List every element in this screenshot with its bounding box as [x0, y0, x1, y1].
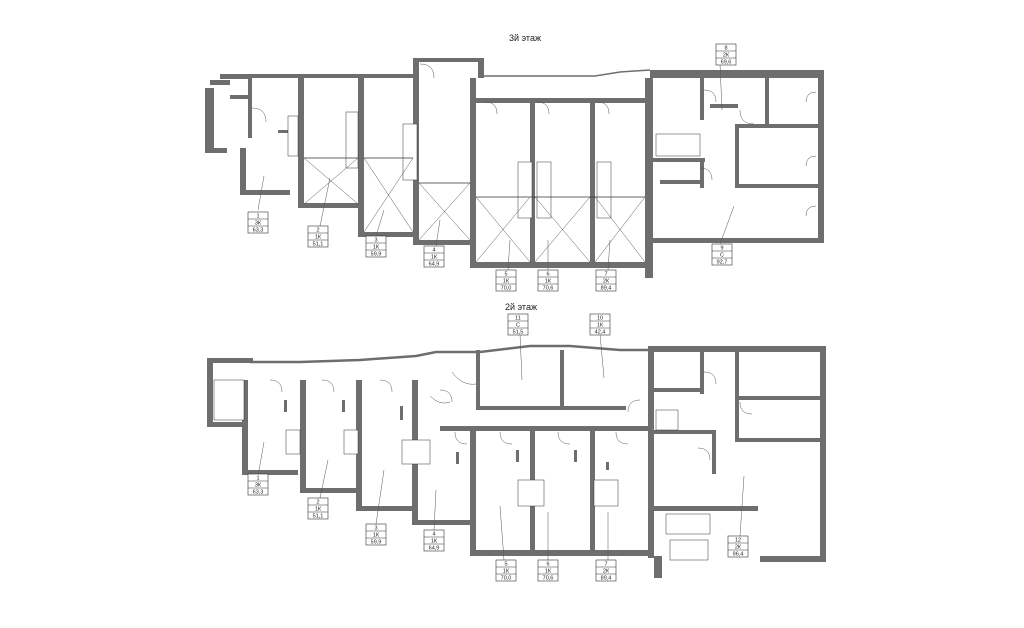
apartment-area: 59,9 [371, 252, 382, 258]
apartment-area: 70,0 [501, 286, 512, 292]
floor-3-voids [303, 157, 646, 263]
apartment-type: С [516, 323, 520, 329]
apartment-type: 1К [503, 569, 510, 575]
apartment-area: 70,6 [543, 576, 554, 582]
floor-2-fixtures [284, 400, 609, 470]
apartment-area: 92,7 [717, 260, 728, 266]
floor-2-doors [269, 371, 753, 461]
apartment-num: 7 [604, 272, 607, 278]
apartment-area: 63,3 [253, 228, 264, 234]
apartment-num: 9 [720, 246, 723, 252]
apartment-num: 11 [515, 316, 521, 322]
floor-3-doors [251, 63, 817, 217]
apartment-num: 5 [504, 272, 507, 278]
apartment-type: 1К [315, 507, 322, 513]
floor-2-plan [207, 333, 826, 578]
apartment-area: 59,9 [371, 540, 382, 546]
apartment-type: 3К [255, 221, 262, 227]
apartment-type: 1К [373, 245, 380, 251]
apartment-type: 2К [603, 279, 610, 285]
apartment-area: 89,4 [601, 286, 612, 292]
apartment-num: 12 [735, 538, 741, 544]
apartment-num: 4 [432, 532, 435, 538]
apartment-area: 42,4 [595, 330, 606, 336]
apartment-type: 1К [373, 533, 380, 539]
apartment-area: 70,0 [501, 576, 512, 582]
apartment-type: 1К [597, 323, 604, 329]
floor-3-plan [205, 58, 824, 278]
apartment-area: 69,6 [721, 60, 732, 66]
apartment-num: 2 [316, 500, 319, 506]
apartment-type: 1К [545, 569, 552, 575]
apartment-num: 6 [546, 562, 549, 568]
apartment-type: 1К [431, 255, 438, 261]
floor-3-title: 3й этаж [509, 33, 541, 43]
apartment-type: 2К [603, 569, 610, 575]
floor-2-stairs [213, 379, 711, 561]
apartment-area: 70,6 [543, 286, 554, 292]
apartment-area: 64,9 [429, 262, 440, 268]
apartment-type: 1К [315, 235, 322, 241]
apartment-type: 1К [431, 539, 438, 545]
apartment-num: 7 [604, 562, 607, 568]
apartment-area: 51,1 [313, 242, 324, 248]
floor-2-leaders [257, 333, 745, 561]
apartment-area: 63,3 [253, 490, 264, 496]
apartment-num: 3 [374, 238, 377, 244]
apartment-num: 10 [597, 316, 603, 322]
apartment-num: 3 [374, 526, 377, 532]
apartment-type: 3К [255, 483, 262, 489]
apartment-type: 1К [545, 279, 552, 285]
apartment-area: 51,5 [513, 330, 524, 336]
apartment-area: 96,4 [733, 552, 744, 558]
apartment-num: 1 [256, 476, 259, 482]
apartment-area: 64,9 [429, 546, 440, 552]
floor-3-leaders [257, 63, 735, 271]
apartment-type: С [720, 253, 724, 259]
apartment-num: 2 [316, 228, 319, 234]
floor-2-title: 2й этаж [505, 302, 537, 312]
apartment-num: 4 [432, 248, 435, 254]
apartment-num: 8 [724, 46, 727, 52]
apartment-type: 1К [503, 279, 510, 285]
apartment-type: 2К [723, 53, 730, 59]
apartment-area: 51,1 [313, 514, 324, 520]
apartment-num: 6 [546, 272, 549, 278]
apartment-num: 1 [256, 214, 259, 220]
apartment-num: 5 [504, 562, 507, 568]
apartment-area: 89,4 [601, 576, 612, 582]
floor-2-walls [207, 344, 826, 578]
apartment-type: 2К [735, 545, 742, 551]
